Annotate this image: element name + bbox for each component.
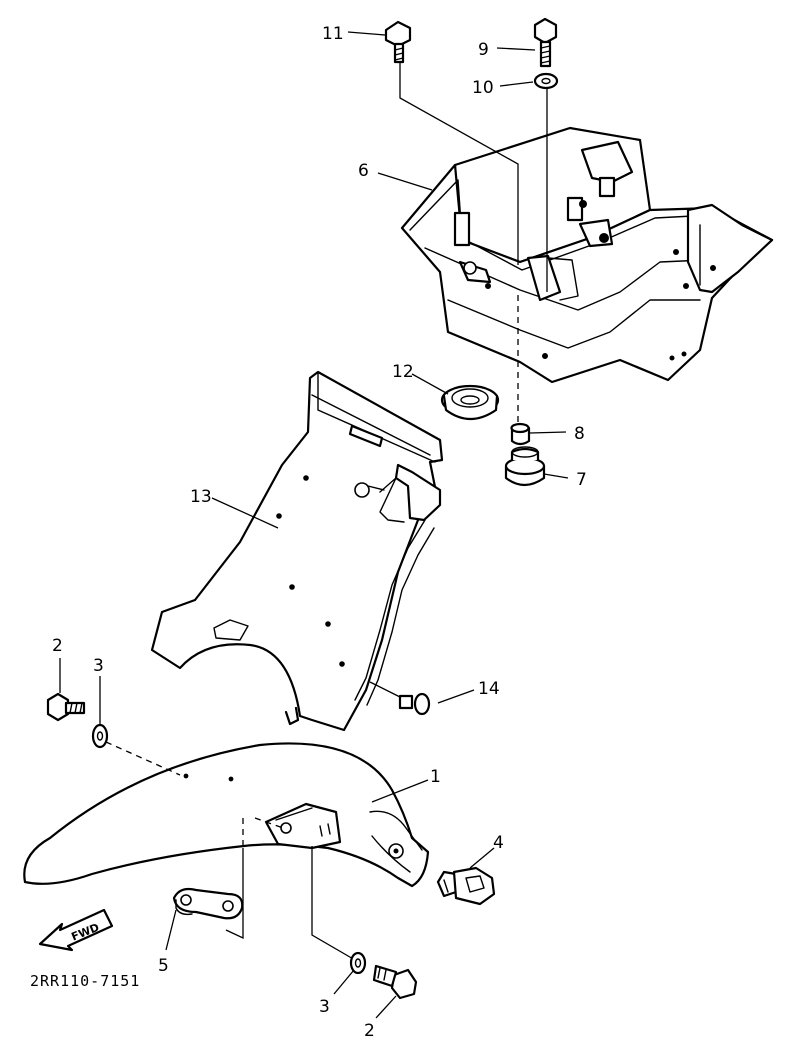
part-4-cable-guide (436, 866, 496, 906)
part-5-stay-plate (172, 887, 244, 920)
part-3-washer-upper (91, 723, 109, 749)
callout-9: 9 (478, 40, 489, 60)
part-2-bolt-lower (372, 964, 418, 1000)
callout-11: 11 (322, 24, 344, 44)
part-3-washer-lower (349, 951, 367, 975)
part-12-grommet (440, 384, 500, 421)
part-9-bolt (533, 17, 558, 68)
part-7-damper (504, 446, 546, 487)
callout-labels: 11 9 10 6 12 8 7 13 14 2 3 1 4 5 3 2 (52, 24, 587, 1041)
callout-5: 5 (158, 956, 169, 976)
part-2-bolt-upper (46, 692, 86, 722)
part-6-battery-box (400, 126, 774, 384)
assembly-lines-lower (105, 741, 356, 961)
part-1-front-fender (23, 742, 430, 888)
part-13-inner-fender (150, 370, 444, 732)
callout-14: 14 (478, 679, 500, 699)
callout-13: 13 (190, 487, 212, 507)
callout-leaders (59, 31, 569, 1019)
assembly-lines-upper (399, 62, 548, 425)
callout-10: 10 (472, 78, 494, 98)
part-10-washer (533, 72, 559, 90)
fwd-arrow-icon: FWD (38, 908, 114, 952)
callout-2-lower: 2 (364, 1021, 375, 1041)
diagram-code: 2RR110-7151 (30, 972, 140, 990)
callout-3-upper: 3 (93, 656, 104, 676)
callout-2-upper: 2 (52, 636, 63, 656)
callout-6: 6 (358, 161, 369, 181)
callout-12: 12 (392, 362, 414, 382)
callout-8: 8 (574, 424, 585, 444)
callout-1: 1 (430, 767, 441, 787)
part-8-collar (510, 422, 531, 446)
callout-7: 7 (576, 470, 587, 490)
part-14-screw (369, 681, 431, 716)
callout-4: 4 (493, 833, 504, 853)
part-11-bolt (384, 20, 412, 64)
callout-3-lower: 3 (319, 997, 330, 1017)
